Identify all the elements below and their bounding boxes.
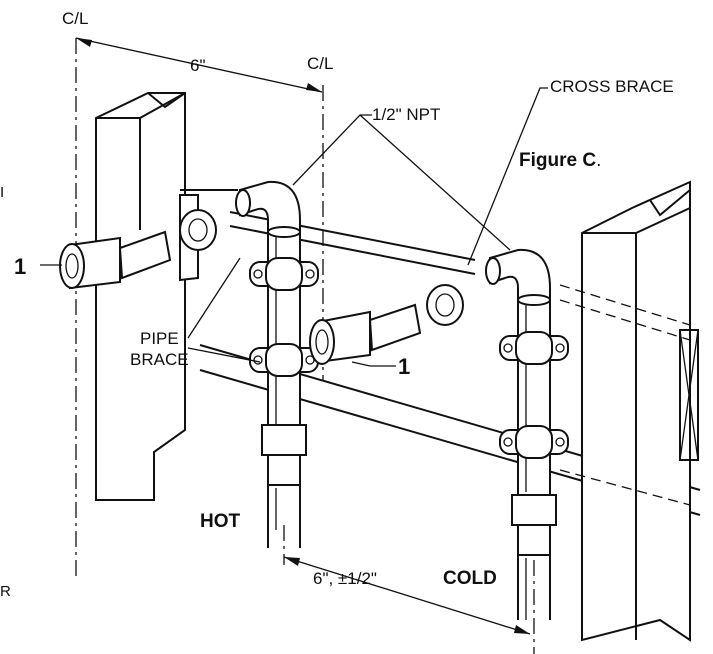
cross-brace-label: CROSS BRACE [550,77,674,96]
hidden-line-2 [559,299,691,341]
hidden-line-1 [559,284,691,326]
leader-npt-right [359,114,511,251]
cold-elbow [485,248,551,306]
figure-title: Figure C. [519,151,601,170]
dimension-label-bottom: 6", ±1/2" [313,569,377,588]
dimension-arrow-bottom-left [284,557,300,566]
left-adapter [59,209,217,290]
npt-label: 1/2" NPT [372,105,441,124]
center-adapter [309,284,464,365]
dimension-arrow-right [306,83,322,92]
pipe-brace-label-line1: PIPE [140,329,179,348]
leader-npt-left [292,114,372,186]
dimension-line-bottom [283,556,531,635]
hot-strap-upper [249,257,319,291]
left-stud [95,92,186,501]
leader-pipe-brace-upper [187,257,241,339]
dimension-arrow-bottom-right [514,625,530,634]
dimension-label-top: 6" [190,56,206,75]
hot-strap-lower [249,343,319,377]
figure-title-text: Figure C [519,150,597,171]
edge-fragment-left: I [0,184,5,201]
cold-strap-upper [499,331,569,365]
callout-center: 1 [398,354,411,379]
centerline-label-right: C/L [307,54,334,73]
edge-fragment-bottom: R [0,583,11,600]
cold-strap-lower [499,425,569,459]
dimension-line-top [75,37,323,93]
centerline-label-left: C/L [62,9,89,28]
cold-label: COLD [443,568,497,589]
leader-cross-brace [467,87,548,266]
dimension-arrow-left [76,38,92,47]
callout-left: 1 [14,254,27,279]
right-stud [581,180,699,642]
pipe-brace-label-line2: BRACE [130,350,189,369]
hot-elbow [235,180,301,238]
figure-title-period: . [596,150,602,171]
cold-pipe [511,294,557,620]
hot-label: HOT [200,511,241,532]
leader-pipe-brace-lower [187,347,261,363]
leader-callout-center [351,361,396,367]
hidden-line-3 [559,469,691,506]
